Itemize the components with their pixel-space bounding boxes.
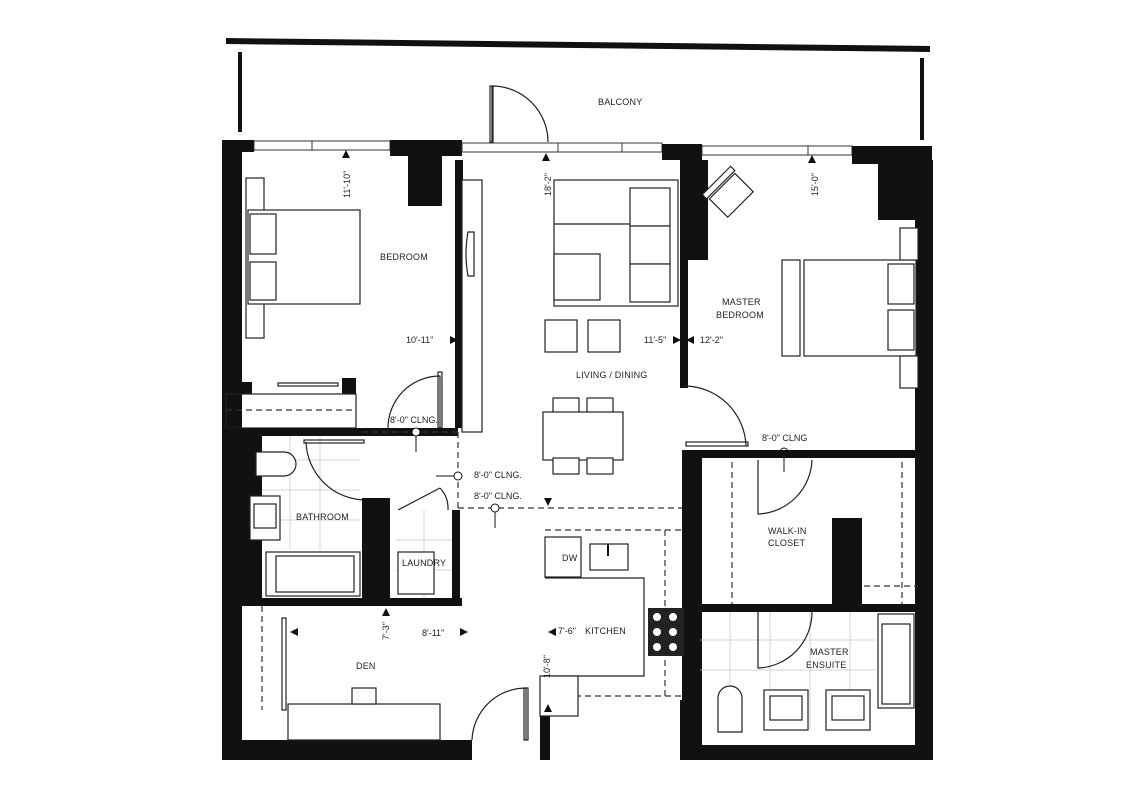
kitchen: [539, 450, 702, 750]
walk-in-closet: [690, 450, 918, 612]
balcony-label: BALCONY: [598, 97, 642, 107]
bedroom: [225, 152, 463, 429]
dim-bedroom-width: 10'-11": [406, 335, 433, 345]
walk-in-closet-label-1: WALK-IN: [768, 526, 807, 536]
laundry: [396, 487, 460, 602]
exterior-window-wall: [222, 140, 932, 164]
dim-living-width: 11'-5": [644, 335, 666, 345]
den-label: DEN: [356, 661, 376, 671]
kitchen-label: KITCHEN: [585, 626, 626, 636]
dishwasher-label: DW: [562, 553, 578, 563]
ceiling-height-hall-2: 8'-0" CLNG.: [474, 470, 522, 480]
master-bedroom-label-1: MASTER: [722, 297, 761, 307]
ceiling-height-master-hall: 8'-0" CLNG: [762, 433, 807, 443]
dim-den-width: 8'-11": [422, 628, 444, 638]
master-bedroom-label-2: BEDROOM: [716, 310, 764, 320]
dim-bedroom-depth: 11'-10": [342, 171, 352, 198]
master-ensuite-label-1: MASTER: [810, 647, 849, 657]
laundry-label: LAUNDRY: [402, 558, 446, 568]
dim-kitchen-width: 7'-6": [558, 626, 576, 636]
bathroom-label: BATHROOM: [296, 512, 349, 522]
bedroom-label: BEDROOM: [380, 252, 428, 262]
dim-living-depth: 18'-2": [543, 173, 553, 196]
master-ensuite-label-2: ENSUITE: [806, 660, 846, 670]
living-dining: [461, 160, 749, 475]
balcony: [226, 38, 930, 143]
ceiling-height-hall-1: 8'-0" CLNG.: [390, 415, 438, 425]
bathroom: [226, 428, 462, 606]
living-dining-label: LIVING / DINING: [576, 370, 648, 380]
master-ensuite: [700, 611, 915, 733]
dim-kitchen-depth: 10'-8": [542, 655, 552, 678]
walk-in-closet-label-2: CLOSET: [768, 538, 806, 548]
ceiling-height-hall-3: 8'-0" CLNG.: [474, 491, 522, 501]
dim-den-depth: 7'-3": [381, 622, 391, 640]
den: [261, 606, 529, 741]
dim-master-width: 12'-2": [700, 335, 723, 345]
dim-master-depth: 15'-0": [810, 173, 820, 196]
master-bedroom: [686, 160, 919, 389]
